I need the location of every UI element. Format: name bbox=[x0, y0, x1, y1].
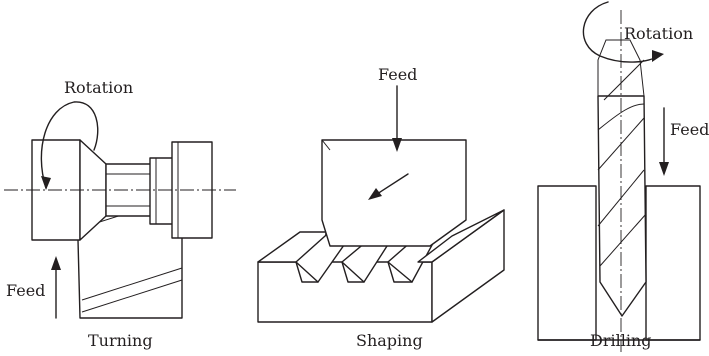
shaping-title: Shaping bbox=[356, 331, 423, 350]
drilling-workpiece bbox=[537, 185, 597, 341]
turning-figure bbox=[4, 101, 236, 319]
shaping-motion-arrow bbox=[373, 173, 409, 197]
shaping-tool bbox=[321, 139, 467, 247]
drill-bit bbox=[597, 95, 647, 317]
shaping-figure bbox=[257, 85, 505, 323]
drilling-figure bbox=[537, 1, 701, 352]
turning-rotation-label: Rotation bbox=[64, 78, 134, 97]
turning-feed-label: Feed bbox=[6, 281, 46, 300]
shaping-feed-label: Feed bbox=[378, 65, 418, 84]
turning-rotation-arrow bbox=[40, 101, 99, 189]
drilling-title: Drilling bbox=[590, 331, 652, 350]
drilling-rotation-label: Rotation bbox=[624, 24, 694, 43]
drilling-feed-label: Feed bbox=[670, 120, 709, 139]
turning-title: Turning bbox=[88, 331, 153, 350]
drilling-rotation-arrow bbox=[582, 1, 659, 63]
